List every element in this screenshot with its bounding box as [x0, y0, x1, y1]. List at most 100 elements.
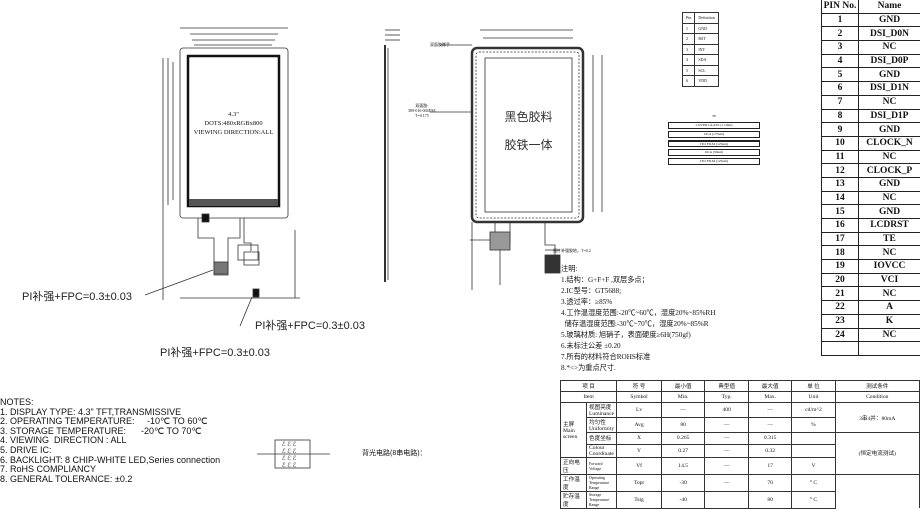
table-cell: [792, 444, 835, 457]
table-cell: LCDRST: [859, 219, 920, 233]
table-cell: 最大值: [748, 381, 792, 392]
table-cell: 10: [822, 136, 859, 150]
table-cell: 3: [822, 41, 859, 55]
table-cell: 22: [822, 301, 859, 315]
table-cell: 工作温度: [561, 474, 587, 491]
ctp-center-text: 黑色胶料 胶铁一体: [485, 103, 572, 159]
table-cell: 单 位: [792, 381, 835, 392]
table-row: 项 目符 号最小值典型值最大值单 位测试条件: [561, 381, 920, 392]
table-cell: Unit: [792, 392, 835, 403]
table-cell: 贮存温度: [561, 491, 587, 508]
table-cell: 3串4并：80mA: [835, 403, 919, 433]
main-screen-label: 主屏: [563, 420, 584, 428]
table-cell: Topr: [617, 474, 662, 491]
lcd-info: 4.3" DOTS:480xRGBx800 VIEWING DIRECTION:…: [188, 110, 279, 137]
note-line: 4.工作温湿度范围:-20℃~60℃，湿度20%~85%RH: [561, 308, 716, 319]
table-row: [822, 342, 920, 356]
table-cell: 2: [822, 27, 859, 41]
table-cell: Min.: [661, 392, 705, 403]
table-cell: NC: [859, 328, 920, 342]
note-line: 6.未标注公差 ±0.20: [561, 341, 716, 352]
table-cell: 0.32: [748, 444, 792, 457]
note-line: 7.所有的材料符合ROHS标准: [561, 352, 716, 363]
table-cell: 项 目: [561, 381, 617, 392]
pi-label-1: PI补强+FPC=0.3±0.03: [22, 288, 132, 304]
table-cell: 4: [822, 54, 859, 68]
stack-top-label: TP: [668, 114, 760, 119]
table-cell: ° C: [792, 474, 835, 491]
table-cell: 正向电压: [561, 457, 587, 474]
lcd-dots: DOTS:480xRGBx800: [188, 119, 279, 128]
table-cell: INT: [695, 44, 718, 55]
ctp-text-2: 胶铁一体: [485, 131, 572, 159]
table-cell: 19: [822, 260, 859, 274]
note-line: 8. GENERAL TOLERANCE: ±0.2: [0, 475, 220, 485]
table-cell: CLOCK_P: [859, 164, 920, 178]
table-cell: —: [705, 444, 749, 457]
stack-layer: OCA (50um): [668, 149, 760, 156]
backlight-label: 背光电路(8串电路)：: [362, 448, 427, 458]
table-cell: SCL: [695, 65, 718, 76]
table-cell: 80: [748, 491, 792, 508]
table-cell: Forward Voltage: [587, 457, 617, 474]
table-cell: —: [705, 433, 749, 444]
table-cell: 70: [748, 474, 792, 491]
stack-layer: OCA (175um): [668, 131, 760, 138]
table-cell: 20: [822, 273, 859, 287]
table-cell: —: [705, 418, 749, 433]
note-line: 2.IC型号：GT5688;: [561, 286, 716, 297]
table-cell: Condition: [835, 392, 919, 403]
table-cell: Max.: [748, 392, 792, 403]
table-cell: 6: [683, 76, 695, 87]
table-cell: [705, 491, 749, 508]
table-cell: Item: [561, 392, 617, 403]
table-cell: 14.5: [661, 457, 705, 474]
table-cell: Storage Temperature Range: [587, 491, 617, 508]
table-cell: CLOCK_N: [859, 136, 920, 150]
table-cell: 7: [822, 95, 859, 109]
table-cell: 0.265: [661, 433, 705, 444]
table-cell: VDD: [695, 76, 718, 87]
lcd-notes: NOTES:1. DISPLAY TYPE: 4.3" TFT,TRANSMIS…: [0, 398, 220, 484]
note-line: 3.透过率：≥85%: [561, 297, 716, 308]
note-line: 注明:: [561, 264, 716, 275]
svg-text:ℰ ℰ ℰ: ℰ ℰ ℰ: [282, 448, 297, 455]
table-cell: NC: [859, 41, 920, 55]
table-cell: NC: [859, 191, 920, 205]
table-cell: [835, 474, 919, 508]
table-cell: —: [748, 403, 792, 418]
pi-label-2: PI补强+FPC=0.3±0.03: [255, 317, 365, 333]
table-cell: X: [617, 433, 662, 444]
table-cell: Operating Temperature Range: [587, 474, 617, 491]
table-cell: 9: [822, 123, 859, 137]
ctp-tape-label: 双面胶: 389-016-004ESE T=0.175: [408, 103, 436, 118]
note-line: 1.结构：G+F+F ,双层多点；: [561, 275, 716, 286]
ctp-text-1: 黑色胶料: [485, 103, 572, 131]
svg-text:ℰ ℰ ℰ: ℰ ℰ ℰ: [282, 455, 297, 462]
table-cell: IOVCC: [859, 260, 920, 274]
table-cell: 14: [822, 191, 859, 205]
table-cell: GND: [859, 13, 920, 27]
table-cell: 符 号: [617, 381, 662, 392]
